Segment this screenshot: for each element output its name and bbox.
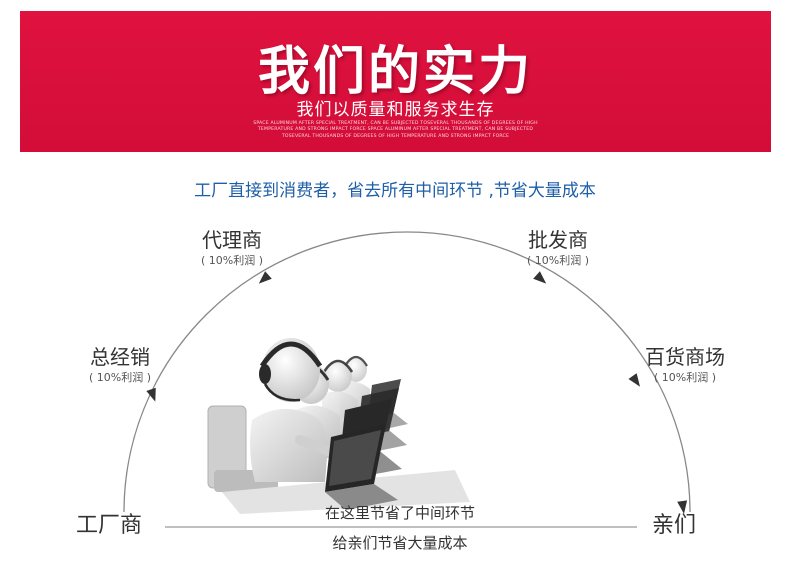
- node-profit: ( 10%利润 ): [526, 254, 590, 267]
- node-department-store: 百货商场 ( 10%利润 ): [620, 344, 750, 386]
- supply-chain-arc: [123, 231, 691, 513]
- arrow-head-icon: [628, 373, 641, 387]
- banner-title: 我们的实力: [257, 42, 533, 102]
- arrow-head-icon: [146, 387, 156, 402]
- header-banner: 我们的实力 我们以质量和服务求生存 SPACE ALUMINUM AFTER S…: [20, 11, 771, 152]
- node-name: 总经销: [90, 345, 150, 369]
- arrow-head-icon: [258, 271, 272, 284]
- node-wholesaler: 批发商 ( 10%利润 ): [498, 227, 618, 269]
- factory-label: 工厂商: [76, 513, 143, 538]
- arrow-head-icon: [533, 271, 547, 284]
- fine-print-line: TEMPERATURE AND STRONG IMPACT FORCE SPAC…: [257, 127, 534, 133]
- consumer-label: 亲们: [652, 513, 697, 538]
- savings-line-2: 给亲们节省大量成本: [332, 534, 468, 552]
- savings-line-1: 在这里节省了中间环节: [324, 504, 475, 522]
- arrow-head-icon: [677, 500, 688, 514]
- node-name: 百货商场: [645, 345, 725, 369]
- fine-print-line: SPACE ALUMINUM AFTER SPECIAL TREATMENT, …: [253, 121, 538, 126]
- tagline: 工厂直接到消费者，省去所有中间环节 ,节省大量成本: [194, 181, 596, 201]
- node-agent: 代理商 ( 10%利润 ): [172, 227, 292, 269]
- node-distributor: 总经销 ( 10%利润 ): [60, 344, 180, 386]
- fine-print-line: TOSEVERAL THOUSANDS OF DEGREES OF HIGH T…: [281, 133, 510, 139]
- node-profit: ( 10%利润 ): [88, 371, 152, 384]
- node-name: 代理商: [202, 228, 262, 252]
- call-center-operators-icon: [207, 338, 470, 514]
- node-name: 批发商: [528, 228, 588, 252]
- node-profit: ( 10%利润 ): [653, 371, 717, 384]
- node-profit: ( 10%利润 ): [200, 254, 264, 267]
- banner-fine-print: SPACE ALUMINUM AFTER SPECIAL TREATMENT, …: [235, 121, 556, 140]
- banner-subtitle: 我们以质量和服务求生存: [296, 100, 495, 120]
